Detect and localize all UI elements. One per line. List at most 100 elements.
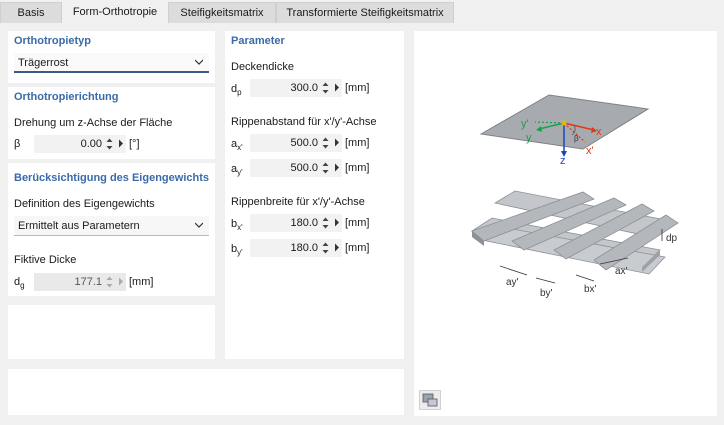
spin-updown-icon xyxy=(106,276,113,288)
definition-label: Definition des Eigengewichts xyxy=(14,198,155,210)
beta-symbol: β xyxy=(14,138,21,150)
ax-symbol-sub: x' xyxy=(237,143,243,153)
dp-symbol: dp xyxy=(231,83,242,97)
spin-updown-icon[interactable] xyxy=(322,216,329,230)
ax-dim-line xyxy=(599,257,629,265)
by-value: 180.0 xyxy=(290,242,318,254)
spin-right-arrow-icon[interactable] xyxy=(334,83,340,92)
rippenbreite-label: Rippenbreite für x'/y'-Achse xyxy=(231,196,365,208)
ay-unit: [mm] xyxy=(345,162,370,174)
ay-dim-label: ay' xyxy=(506,277,519,288)
spin-right-arrow-icon[interactable] xyxy=(334,218,340,227)
axis-system: y' y x x' z β xyxy=(521,118,602,167)
dg-symbol-base: d xyxy=(14,276,21,288)
x-axis-line xyxy=(563,122,595,131)
bx-symbol-sub: x' xyxy=(237,223,243,233)
chevron-down-icon xyxy=(195,59,203,65)
dp-value: 300.0 xyxy=(290,82,318,94)
dp-unit: [mm] xyxy=(345,82,370,94)
grid-structure xyxy=(470,190,679,275)
tab-steifigkeitsmatrix[interactable]: Steifigkeitsmatrix xyxy=(168,2,276,23)
grid-rib-y-4 xyxy=(593,214,679,271)
dg-unit: [mm] xyxy=(129,276,154,288)
fiktive-dicke-label: Fiktive Dicke xyxy=(14,254,77,266)
grid-rib-y-2 xyxy=(511,197,627,251)
x-prime-label: x' xyxy=(586,145,594,157)
ax-unit: [mm] xyxy=(345,137,370,149)
origin-point xyxy=(561,120,567,126)
orthotropietyp-title: Orthotropietyp xyxy=(14,35,91,47)
y-prime-axis-line xyxy=(534,121,565,124)
dimension-annotations: dp ay' by' bx' ax' xyxy=(499,229,678,299)
bx-input[interactable]: 180.0 xyxy=(250,214,342,232)
rippenabstand-label: Rippenabstand für x'/y'-Achse xyxy=(231,116,377,128)
bx-dim-label: bx' xyxy=(584,284,597,295)
bx-dim-line xyxy=(575,274,595,282)
orthotropierichtung-title: Orthotropierichtung xyxy=(14,91,119,103)
beta-label: β xyxy=(574,134,579,143)
definition-value: Ermittelt aus Parametern xyxy=(18,220,140,232)
bx-symbol-base: b xyxy=(231,218,238,230)
empty-panel xyxy=(8,305,215,359)
x-axis-arrowhead xyxy=(591,127,597,133)
orthotropietyp-select[interactable]: Trägerrost xyxy=(14,53,209,73)
z-label: z xyxy=(560,155,566,167)
spin-updown-icon[interactable] xyxy=(106,137,113,151)
by-symbol-sub: y' xyxy=(237,248,243,258)
by-input[interactable]: 180.0 xyxy=(250,239,342,257)
spin-updown-icon[interactable] xyxy=(322,241,329,255)
tab-transformierte-steifigkeitsmatrix[interactable]: Transformierte Steifigkeitsmatrix xyxy=(276,2,454,23)
by-dim-line xyxy=(535,277,556,284)
orthotropierichtung-panel: Orthotropierichtung Drehung um z-Achse d… xyxy=(8,87,215,159)
y-prime-label: y' xyxy=(521,118,529,130)
grid-rib-y-3 xyxy=(553,203,655,260)
bx-value: 180.0 xyxy=(290,217,318,229)
beta-value: 0.00 xyxy=(80,138,102,150)
x-label: x xyxy=(596,126,602,138)
dg-symbol: dg xyxy=(14,276,25,290)
orthotropietyp-value: Trägerrost xyxy=(18,57,69,69)
bx-symbol: bx' xyxy=(231,218,243,232)
ax-input[interactable]: 500.0 xyxy=(250,134,342,152)
bottom-empty-panel xyxy=(8,369,404,415)
by-symbol: by' xyxy=(231,243,243,257)
eigengewicht-title: Berücksichtigung des Eigengewichts xyxy=(14,172,209,184)
orthotropietyp-panel: Orthotropietyp Trägerrost xyxy=(8,31,215,83)
spin-right-arrow-icon[interactable] xyxy=(334,138,340,147)
ay-symbol-base: a xyxy=(231,163,238,175)
dg-input: 177.1 xyxy=(34,273,126,291)
drehung-label: Drehung um z-Achse der Fläche xyxy=(14,117,173,129)
export-image-icon xyxy=(422,393,438,407)
parameter-title: Parameter xyxy=(231,35,285,47)
by-unit: [mm] xyxy=(345,242,370,254)
dg-symbol-sub: g xyxy=(20,281,25,291)
ay-dim-line xyxy=(499,265,528,276)
spin-updown-icon[interactable] xyxy=(322,161,329,175)
dp-symbol-sub: p xyxy=(237,88,242,98)
orthotropy-diagram: y' y x x' z β dp ay' by' xyxy=(470,94,679,299)
spin-updown-icon[interactable] xyxy=(322,81,329,95)
tab-form-orthotropie[interactable]: Form-Orthotropie xyxy=(62,1,168,24)
beta-input[interactable]: 0.00 xyxy=(34,135,126,153)
grid-edge-1 xyxy=(472,231,484,246)
spin-right-arrow-icon[interactable] xyxy=(334,163,340,172)
export-image-button[interactable] xyxy=(419,390,441,410)
spin-updown-icon[interactable] xyxy=(322,136,329,150)
dp-input[interactable]: 300.0 xyxy=(250,79,342,97)
spin-right-arrow-icon[interactable] xyxy=(334,243,340,252)
dp-dim-label: dp xyxy=(666,233,678,244)
y-label: y xyxy=(526,132,532,144)
chevron-down-icon xyxy=(195,222,203,228)
ax-symbol-base: a xyxy=(231,138,238,150)
bx-unit: [mm] xyxy=(345,217,370,229)
y-axis-line xyxy=(538,122,565,130)
ay-symbol: ay' xyxy=(231,163,243,177)
ay-input[interactable]: 500.0 xyxy=(250,159,342,177)
tab-basis[interactable]: Basis xyxy=(0,2,62,23)
spin-right-arrow-icon[interactable] xyxy=(118,139,124,148)
z-axis-arrowhead xyxy=(561,151,567,157)
dg-value: 177.1 xyxy=(74,276,102,288)
grid-edge-2 xyxy=(642,250,660,272)
definition-select[interactable]: Ermittelt aus Parametern xyxy=(14,216,209,236)
y-axis-arrowhead xyxy=(536,126,542,132)
